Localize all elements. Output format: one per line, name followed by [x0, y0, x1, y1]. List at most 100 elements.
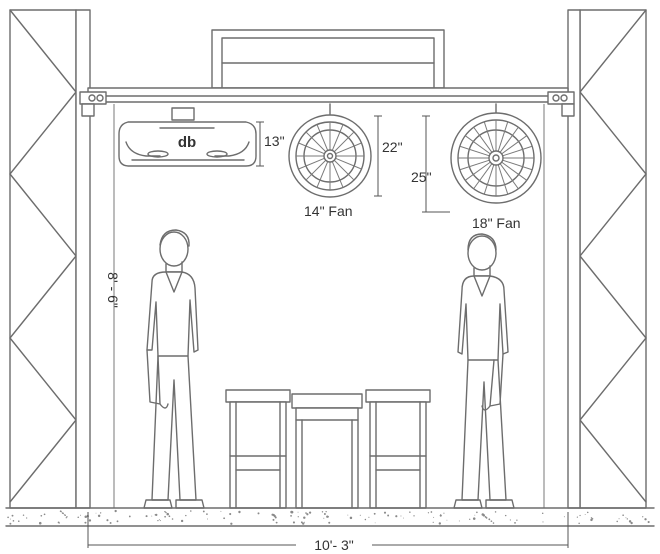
fan-spoke	[331, 124, 344, 151]
floor-speck	[272, 518, 275, 521]
fan-spoke	[333, 159, 355, 181]
floor-speck	[578, 522, 580, 525]
ac-height-label: 13"	[264, 133, 285, 149]
floor-speck	[476, 511, 478, 514]
floor-speck	[168, 515, 171, 518]
fan-spoke	[335, 142, 362, 155]
floor-speck	[62, 513, 64, 515]
floor-speck	[590, 518, 593, 522]
floor-speck	[128, 515, 131, 518]
right-standing-man	[453, 233, 515, 509]
floor-speck	[88, 519, 92, 522]
floor-speck	[628, 520, 632, 523]
floor-speck	[206, 513, 208, 516]
top-beam	[79, 87, 575, 117]
floor-speck	[151, 515, 153, 517]
floor-speck	[642, 516, 644, 518]
floor-speck	[488, 518, 491, 521]
floor-speck	[327, 515, 329, 518]
fan-spoke	[473, 126, 493, 153]
fan-14-drop-dimension: 22"	[374, 115, 403, 197]
left-chair	[225, 389, 291, 509]
floor-speck	[230, 522, 233, 525]
floor-speck	[238, 510, 241, 514]
fan-spoke	[501, 161, 528, 181]
floor-speck	[116, 520, 119, 523]
floor-speck	[157, 519, 159, 522]
center-table	[291, 393, 363, 509]
floor-slab	[5, 507, 655, 527]
right-truss-tower	[567, 9, 647, 509]
floor-speck	[373, 512, 376, 515]
floor-speck	[576, 516, 578, 518]
fan-spoke	[305, 131, 327, 153]
fan-spoke	[333, 131, 355, 153]
fan-spoke	[483, 164, 495, 195]
floor-speck	[443, 512, 445, 514]
ac-logo: db	[178, 134, 196, 151]
floor-speck	[413, 515, 415, 517]
floor-speck	[626, 518, 629, 520]
floor-speckle	[7, 509, 650, 525]
floor-speck	[403, 517, 405, 519]
floor-speck	[590, 517, 593, 519]
fan-spoke	[335, 157, 362, 170]
floor-speck	[171, 518, 174, 520]
floor-speck	[439, 514, 442, 517]
floor-speck	[303, 516, 306, 519]
floor-speck	[328, 521, 331, 524]
floor-speck	[99, 512, 102, 514]
floor-speck	[304, 521, 306, 523]
floor-speck	[433, 516, 435, 518]
floor-speck	[458, 520, 460, 522]
floor-speck	[229, 512, 232, 516]
floor-speck	[446, 519, 448, 521]
floor-speck	[154, 514, 157, 516]
floor-speck	[438, 522, 442, 525]
floor-speck	[145, 515, 148, 518]
floor-speck	[395, 515, 398, 518]
floor-speck	[273, 514, 276, 518]
floor-speck	[297, 516, 299, 518]
floor-speck	[25, 517, 28, 519]
fan-spoke	[464, 161, 491, 181]
width-dimension: 10'- 3"	[87, 512, 569, 553]
floor-speck	[165, 511, 167, 514]
floor-speck	[645, 519, 647, 521]
fan-spoke	[305, 159, 327, 181]
floor-speck	[300, 521, 303, 524]
fan-18-inch	[450, 103, 542, 204]
floor-speck	[80, 514, 82, 516]
floor-speck	[387, 514, 390, 517]
floor-speck	[647, 520, 650, 524]
fan-14-guard-spokes	[296, 122, 364, 190]
floor-speck	[84, 521, 87, 524]
floor-speck	[297, 511, 299, 513]
floor-speck	[185, 514, 187, 517]
floor-speck	[492, 522, 495, 524]
floor-speck	[474, 514, 476, 516]
floor-speck	[306, 513, 309, 516]
floor-speck	[622, 514, 624, 517]
fan-14-label: 14" Fan	[304, 203, 353, 219]
fan-spoke	[459, 159, 490, 171]
floor-speck	[400, 515, 402, 517]
floor-speck	[618, 518, 620, 520]
floor-speck	[302, 522, 305, 525]
floor-speck	[490, 520, 493, 523]
floor-speck	[275, 521, 278, 524]
floor-speck	[625, 517, 627, 519]
fan-spoke	[331, 161, 344, 188]
fan-spoke	[316, 124, 329, 151]
floor-speck	[504, 514, 507, 517]
floor-speck	[65, 515, 67, 517]
floor-speck	[563, 516, 565, 518]
fan-spoke	[502, 145, 533, 157]
ceiling-height-label: 8' - 6"	[105, 272, 121, 308]
floor-speck	[180, 519, 184, 523]
floor-speck	[84, 515, 88, 519]
floor-speck	[189, 510, 192, 512]
floor-speck	[494, 511, 497, 513]
floor-speck	[409, 511, 411, 513]
fan-spoke	[298, 142, 325, 155]
